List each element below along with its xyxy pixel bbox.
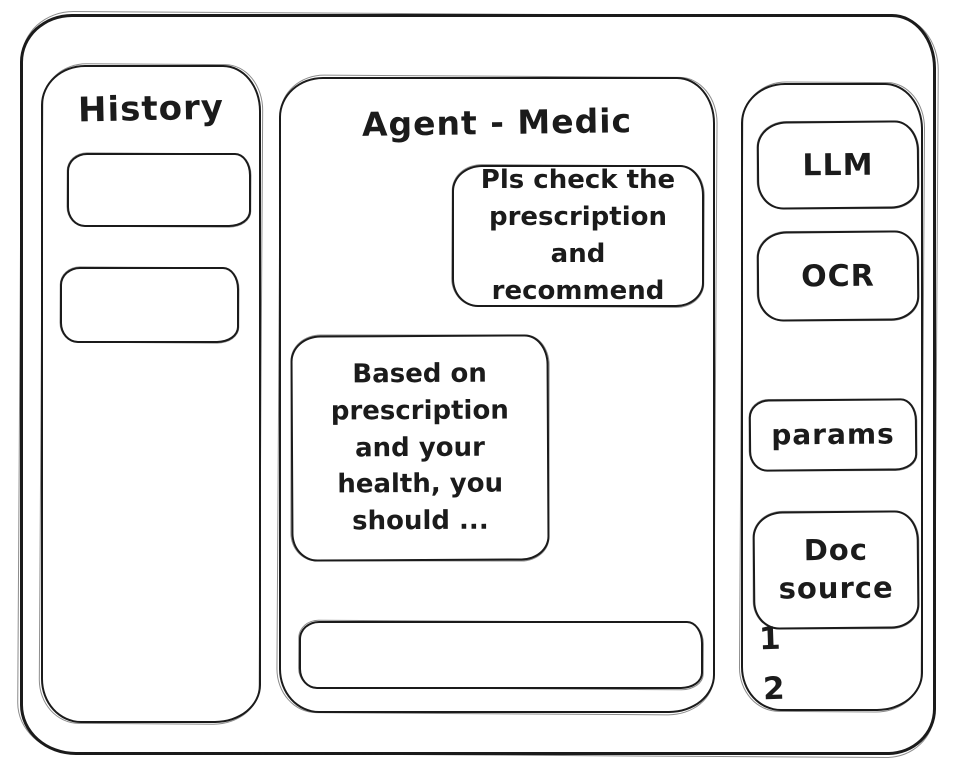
- ocr-button[interactable]: OCR: [756, 230, 920, 322]
- user-message-bubble: Pls check the prescription and recommend: [452, 165, 704, 307]
- history-panel: History: [41, 65, 261, 723]
- doc-source-item[interactable]: 2: [762, 670, 786, 708]
- chat-input-field[interactable]: [315, 627, 687, 683]
- chat-title: Agent - Medic: [361, 101, 633, 144]
- chat-panel: Agent - Medic Pls check the prescription…: [279, 77, 715, 713]
- assistant-message-bubble: Based on prescription and your health, y…: [290, 334, 550, 562]
- doc-source-item[interactable]: 1: [758, 620, 782, 658]
- chat-input[interactable]: [299, 621, 703, 689]
- tools-panel: LLM OCR params Doc source 1 2: [741, 83, 923, 711]
- params-button[interactable]: params: [748, 398, 918, 472]
- history-title: History: [77, 87, 225, 131]
- llm-button[interactable]: LLM: [756, 120, 920, 210]
- history-item[interactable]: [67, 153, 251, 227]
- doc-source-button[interactable]: Doc source: [752, 510, 920, 630]
- app-window: History Agent - Medic Pls check the pres…: [20, 14, 936, 755]
- history-item[interactable]: [60, 267, 239, 343]
